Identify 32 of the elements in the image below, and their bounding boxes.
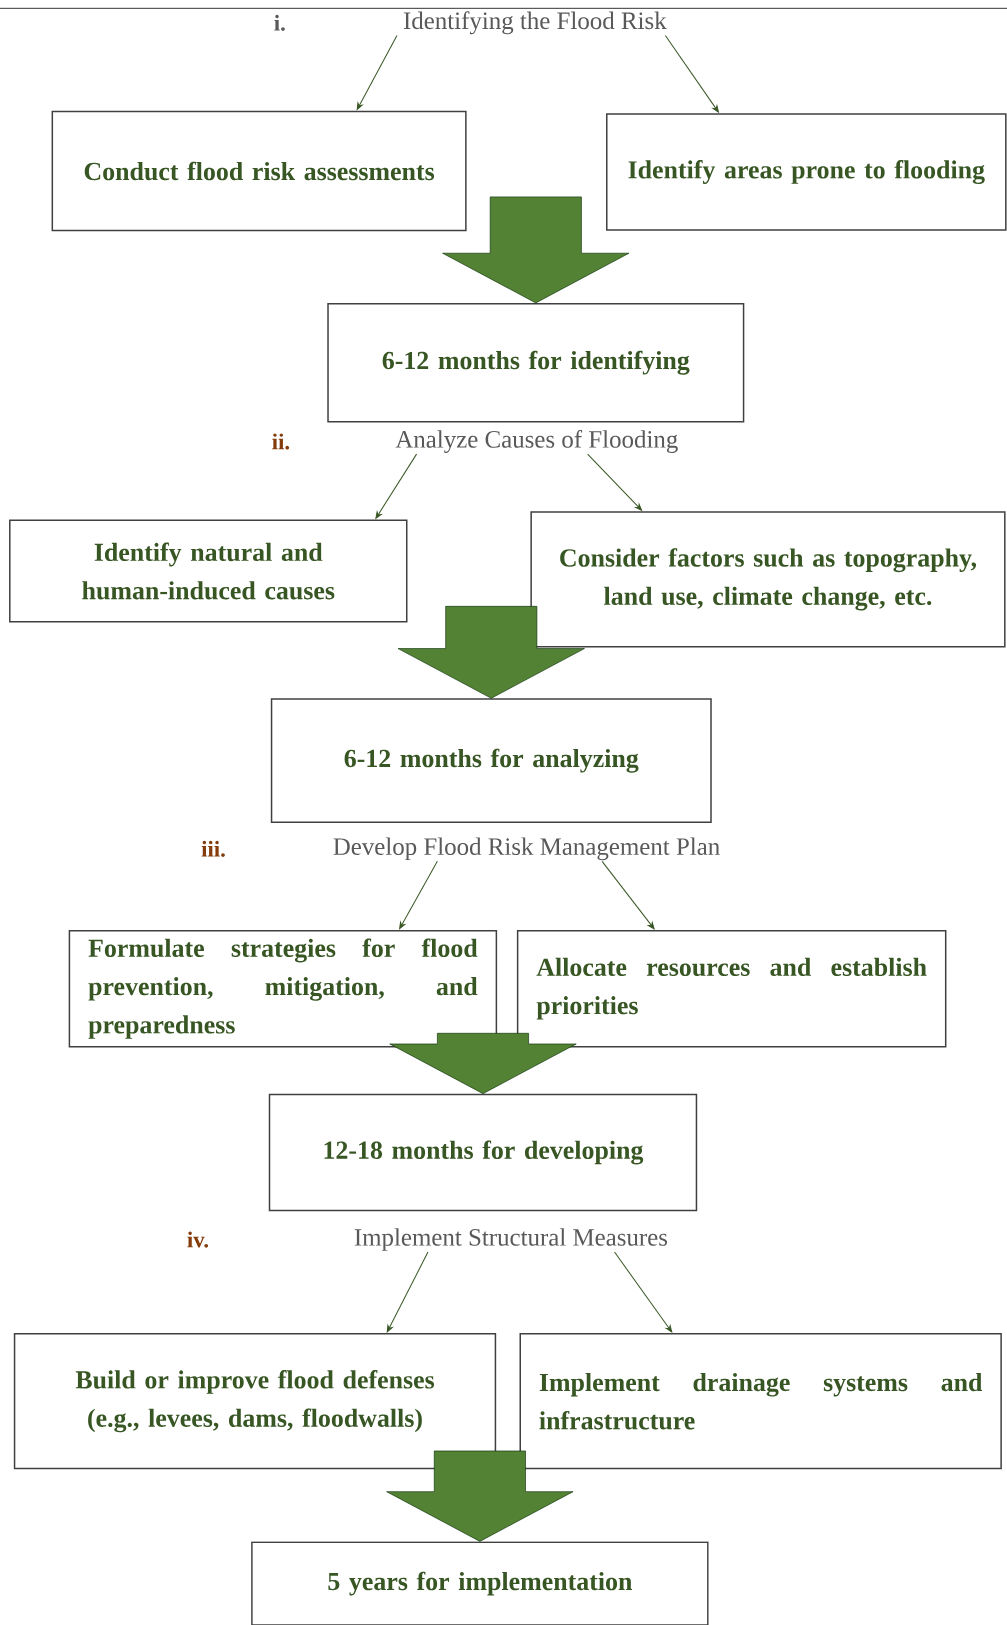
arrow bbox=[398, 860, 438, 930]
duration-box: 6-12 months for identifying bbox=[327, 302, 745, 423]
duration-box: 12-18 months for developing bbox=[268, 1093, 698, 1212]
task-box: Identify areas prone to flooding bbox=[605, 113, 1007, 231]
block-arrow bbox=[386, 1450, 574, 1542]
arrow bbox=[386, 1251, 429, 1333]
step-heading: Implement Structural Measures bbox=[354, 1228, 667, 1251]
step-heading: Analyze Causes of Flooding bbox=[395, 430, 678, 453]
task-box: Allocate resources and establish priorities bbox=[516, 929, 947, 1048]
arrow bbox=[586, 453, 642, 511]
step-number: ii. bbox=[272, 433, 289, 450]
task-box: Conduct flood risk assessments bbox=[51, 110, 467, 232]
duration-box: 6-12 months for analyzing bbox=[270, 698, 712, 824]
task-box: Implement drainage systems and infrastructure bbox=[519, 1333, 1002, 1470]
step-number: iv. bbox=[187, 1231, 208, 1248]
arrow bbox=[356, 35, 398, 110]
task-box: Formulate strategies for flood prevention, mitigation, and preparedness bbox=[68, 929, 497, 1048]
block-arrow bbox=[442, 196, 630, 304]
arrow bbox=[375, 453, 417, 519]
task-box: Consider factors such as topography, land use, climate change, etc. bbox=[530, 511, 1006, 648]
duration-box: 5 years for implementation bbox=[250, 1541, 709, 1625]
step-number: iii. bbox=[201, 840, 225, 857]
task-box: Identify natural and human-induced causes bbox=[8, 519, 408, 623]
step-heading: Develop Flood Risk Management Plan bbox=[333, 837, 720, 861]
step-number: i. bbox=[274, 14, 285, 31]
task-box: Build or improve flood defenses (e.g., levees, dams, floodwalls) bbox=[13, 1333, 496, 1470]
block-arrow bbox=[389, 1033, 577, 1094]
block-arrow bbox=[397, 606, 585, 699]
step-heading: Identifying the Flood Risk bbox=[403, 11, 667, 35]
arrow bbox=[601, 860, 655, 930]
arrow bbox=[664, 35, 719, 113]
arrow bbox=[613, 1251, 673, 1333]
